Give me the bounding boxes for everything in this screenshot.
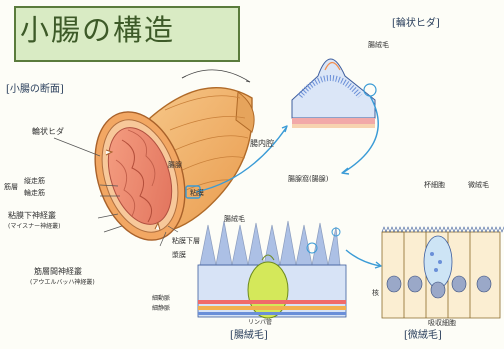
- label-fold-villus: 腸絨毛: [368, 41, 389, 49]
- arrow-to-villi: [343, 95, 379, 173]
- villi-drawing: [197, 220, 347, 319]
- label-crypt: 腸腺窩(腸腺): [288, 175, 329, 183]
- label-submucosa: 粘膜下層: [172, 237, 200, 245]
- cross-section-opening: [94, 111, 186, 241]
- label-goblet-cell: 杯細胞: [424, 181, 445, 189]
- arrow-to-fold: [195, 127, 287, 193]
- fold-drawing: [291, 58, 377, 128]
- label-myenteric-plexus: 筋層間神経叢: [34, 267, 82, 276]
- label-absorptive-cell: 吸収細胞: [428, 319, 456, 327]
- label-artery: 細動脈: [152, 295, 171, 302]
- connector-arrows: [185, 95, 382, 269]
- label-meissner: (マイスナー神経叢): [8, 223, 61, 230]
- label-longitudinal-muscle: 縦走筋: [24, 177, 45, 185]
- label-muscle-layer: 筋層: [4, 183, 18, 191]
- layer-marks: [53, 137, 179, 247]
- label-vein: 細静脈: [152, 305, 171, 312]
- label-nucleus: 核: [372, 289, 379, 297]
- label-mucosa: 粘膜: [190, 189, 204, 197]
- label-circular-folds: 輪状ヒダ: [32, 127, 64, 136]
- length-bracket: [181, 69, 251, 83]
- poster-title: 小腸の構造: [20, 13, 176, 47]
- label-serosa: 漿膜: [172, 251, 186, 259]
- label-submucosal-plexus: 粘膜下神経叢: [8, 211, 56, 220]
- label-lumen: 腸内腔: [250, 139, 274, 148]
- cross-section-heading: [小腸の断面]: [6, 84, 64, 95]
- arrow-to-microvilli: [345, 249, 381, 267]
- label-intestinal-gland: 腸腺: [168, 161, 182, 169]
- villus-heading: [腸絨毛]: [230, 330, 268, 341]
- fold-heading: [輪状ヒダ]: [392, 18, 440, 29]
- microvilli-heading: [微絨毛]: [404, 330, 442, 341]
- label-auerbach: (アウエルバッハ神経叢): [30, 279, 95, 286]
- label-lymph: リンパ管: [248, 319, 273, 326]
- label-circular-muscle: 輪走筋: [24, 189, 45, 197]
- label-microvillus: 微絨毛: [468, 181, 489, 189]
- label-villus-top: 腸絨毛: [224, 215, 245, 223]
- title-frame: [14, 6, 240, 62]
- microvilli-drawing: [381, 226, 504, 319]
